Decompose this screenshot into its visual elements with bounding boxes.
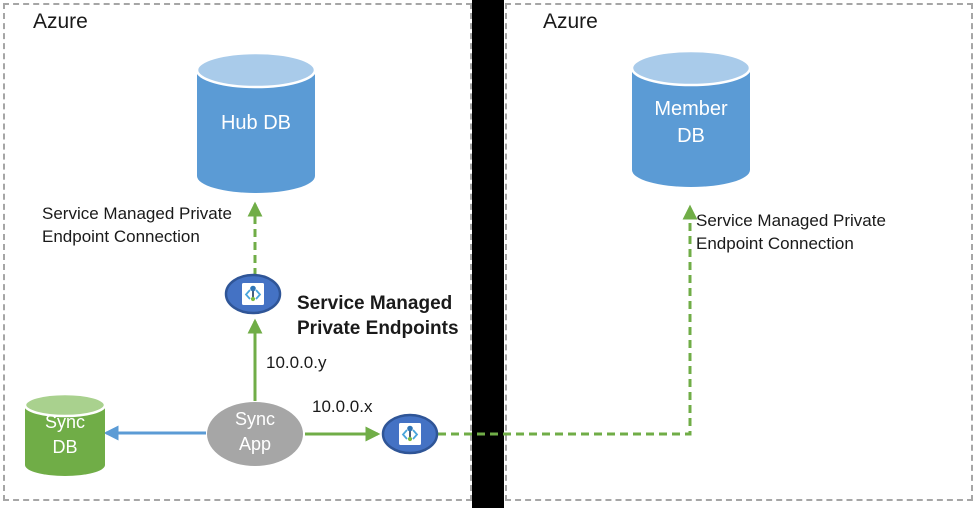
service-managed-private-endpoints-label-line2: Private Endpoints xyxy=(297,318,459,339)
member-db-label-line1: Member xyxy=(654,98,728,120)
azure-region-left-title: Azure xyxy=(33,10,88,33)
service-managed-private-endpoints-label: Service Managed Private Endpoints xyxy=(297,291,459,341)
member-db-label-line2: DB xyxy=(677,125,705,147)
region-divider-bar xyxy=(472,0,504,508)
sync-app-label-line1: Sync xyxy=(234,409,276,429)
right-endpoint-connection-label-line1: Service Managed Private xyxy=(696,211,886,230)
right-endpoint-connection-label-line2: Endpoint Connection xyxy=(696,234,854,253)
sync-db-label-line2: DB xyxy=(52,437,78,457)
azure-region-right-title: Azure xyxy=(543,10,598,33)
sync-app-label-line2: App xyxy=(238,434,272,454)
ip-address-y-label: 10.0.0.y xyxy=(266,353,327,372)
left-endpoint-connection-label-line2: Endpoint Connection xyxy=(42,227,200,246)
sync-db-label-line1: Sync xyxy=(44,412,86,432)
sync-app-label: Sync App xyxy=(207,407,303,457)
left-endpoint-connection-label: Service Managed Private Endpoint Connect… xyxy=(42,202,232,248)
hub-db-label: Hub DB xyxy=(220,112,292,134)
member-db-label: Member DB xyxy=(632,96,750,150)
right-endpoint-connection-label: Service Managed Private Endpoint Connect… xyxy=(696,209,886,255)
left-endpoint-connection-label-line1: Service Managed Private xyxy=(42,204,232,223)
service-managed-private-endpoints-label-line1: Service Managed xyxy=(297,293,453,314)
ip-address-x-label: 10.0.0.x xyxy=(312,397,373,416)
sync-db-label: Sync DB xyxy=(25,410,105,460)
